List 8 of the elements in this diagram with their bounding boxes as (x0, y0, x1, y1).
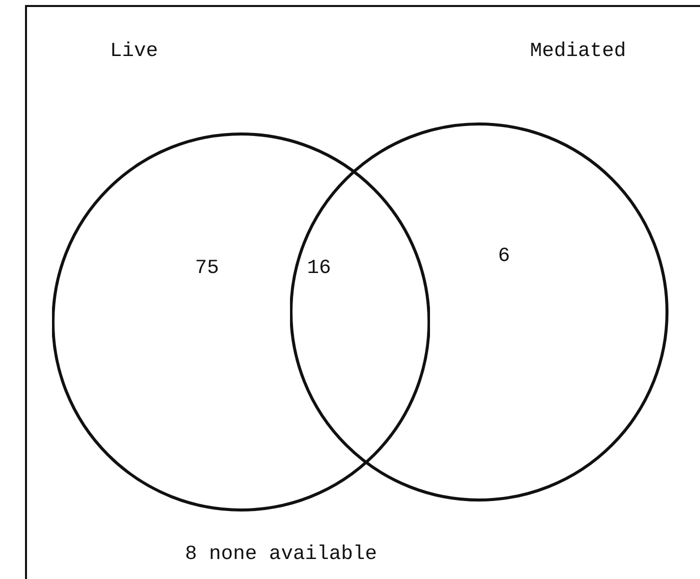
frame (25, 5, 700, 579)
set-label: Live (110, 40, 158, 63)
venn-set (52, 40, 430, 512)
count-label: 6 (498, 245, 510, 268)
count-label: 75 (195, 257, 220, 280)
set-label: Mediated (530, 40, 626, 63)
note-text: 8 none available (185, 543, 378, 566)
count-label: 16 (307, 257, 332, 280)
